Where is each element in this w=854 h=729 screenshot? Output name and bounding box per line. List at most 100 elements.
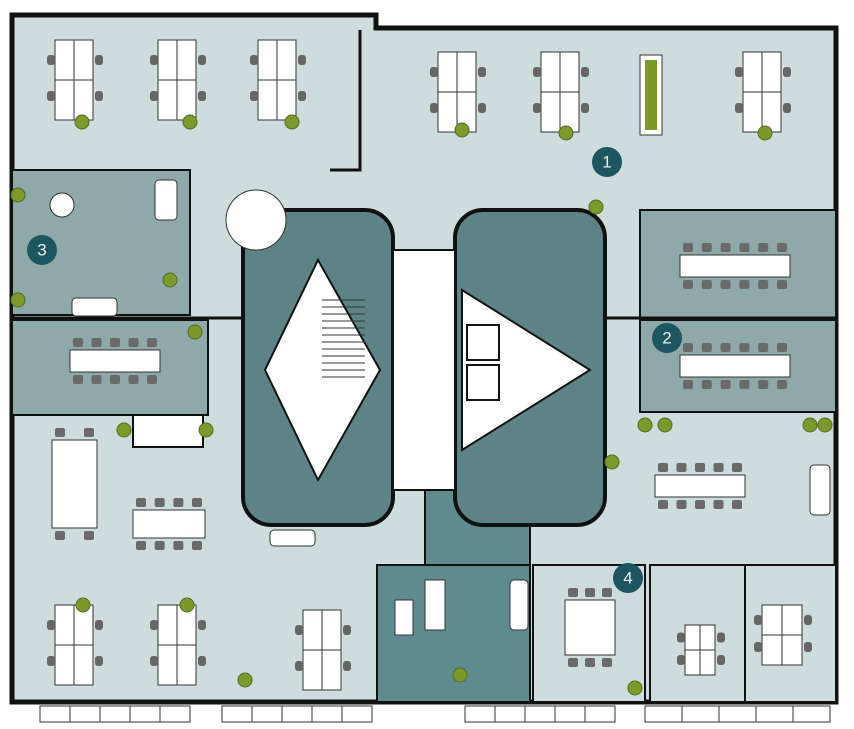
plant: [182, 114, 198, 130]
chair: [683, 343, 693, 352]
round-table: [49, 192, 75, 218]
chair: [758, 343, 769, 352]
plant: [588, 199, 604, 215]
chair: [150, 55, 158, 65]
chair: [677, 632, 685, 643]
chair: [602, 658, 612, 667]
chair: [754, 615, 762, 625]
chair: [585, 658, 595, 667]
chair: [677, 655, 685, 665]
chair: [198, 656, 206, 666]
plant: [179, 597, 195, 613]
chair: [720, 243, 731, 252]
chair: [581, 67, 589, 77]
chair: [739, 343, 750, 352]
chair: [298, 55, 306, 65]
plant: [10, 292, 26, 308]
chair: [676, 500, 687, 509]
zone-badge-2[interactable]: 2: [652, 323, 682, 353]
meeting-table: [654, 474, 746, 498]
chair: [110, 338, 120, 347]
chair: [717, 632, 725, 643]
chair: [250, 91, 258, 101]
zone-badge-4[interactable]: 4: [613, 563, 643, 593]
phone-booth: [132, 414, 204, 448]
plant: [116, 422, 132, 438]
chair: [173, 498, 184, 507]
plant: [454, 122, 470, 138]
plant: [75, 597, 91, 613]
partition-wall: [330, 30, 362, 172]
plant: [187, 324, 203, 340]
chair: [683, 280, 693, 289]
meeting-table: [679, 354, 791, 378]
chair: [84, 531, 94, 540]
chair: [720, 343, 731, 352]
chair: [478, 103, 486, 113]
chair: [47, 656, 55, 666]
chair: [198, 55, 206, 65]
zone-badge-3[interactable]: 3: [27, 235, 57, 265]
chair: [128, 338, 139, 347]
meeting-table: [132, 509, 206, 539]
plant: [452, 667, 468, 683]
chair: [533, 67, 541, 77]
chair: [758, 243, 769, 252]
chair: [55, 428, 65, 437]
plant: [198, 422, 214, 438]
chair: [701, 280, 712, 289]
chair: [720, 380, 731, 389]
plant: [558, 125, 574, 141]
zone-badge-1[interactable]: 1: [592, 147, 622, 177]
chair: [136, 541, 146, 550]
window: [644, 705, 831, 723]
reception-desk: [394, 599, 414, 636]
chair: [676, 463, 687, 472]
chair: [198, 620, 206, 630]
chair: [84, 428, 94, 437]
meeting-table: [51, 439, 98, 529]
plant: [802, 417, 818, 433]
chair: [695, 463, 705, 472]
planter: [645, 60, 657, 130]
chair: [717, 655, 725, 665]
meeting-table: [564, 599, 616, 656]
elevator: [466, 364, 500, 401]
chair: [701, 380, 712, 389]
plant: [237, 672, 253, 688]
chair: [568, 588, 578, 597]
chair: [192, 498, 202, 507]
chair: [585, 588, 595, 597]
chair: [47, 91, 55, 101]
chair: [478, 67, 486, 77]
sofa: [71, 297, 118, 317]
chair: [758, 280, 769, 289]
chair: [713, 500, 724, 509]
meeting-table: [69, 349, 161, 373]
chair: [343, 625, 351, 635]
chair: [658, 463, 668, 472]
chair: [568, 658, 578, 667]
plant: [657, 417, 673, 433]
chair: [91, 375, 102, 384]
zone-label: 1: [602, 153, 611, 172]
chair: [295, 625, 303, 635]
chair: [95, 55, 103, 65]
chair: [95, 91, 103, 101]
lift-lobby: [392, 249, 456, 491]
chair: [73, 338, 83, 347]
elevator: [466, 324, 500, 361]
chair: [73, 375, 83, 384]
plant: [817, 417, 833, 433]
plant: [10, 187, 26, 203]
plant: [74, 114, 90, 130]
chair: [91, 338, 102, 347]
chair: [683, 243, 693, 252]
chair: [343, 661, 351, 671]
reception-desk: [424, 579, 446, 631]
chair: [695, 500, 705, 509]
sofa: [269, 529, 316, 547]
zone-label: 2: [662, 329, 671, 348]
chair: [192, 541, 202, 550]
chair: [602, 588, 612, 597]
